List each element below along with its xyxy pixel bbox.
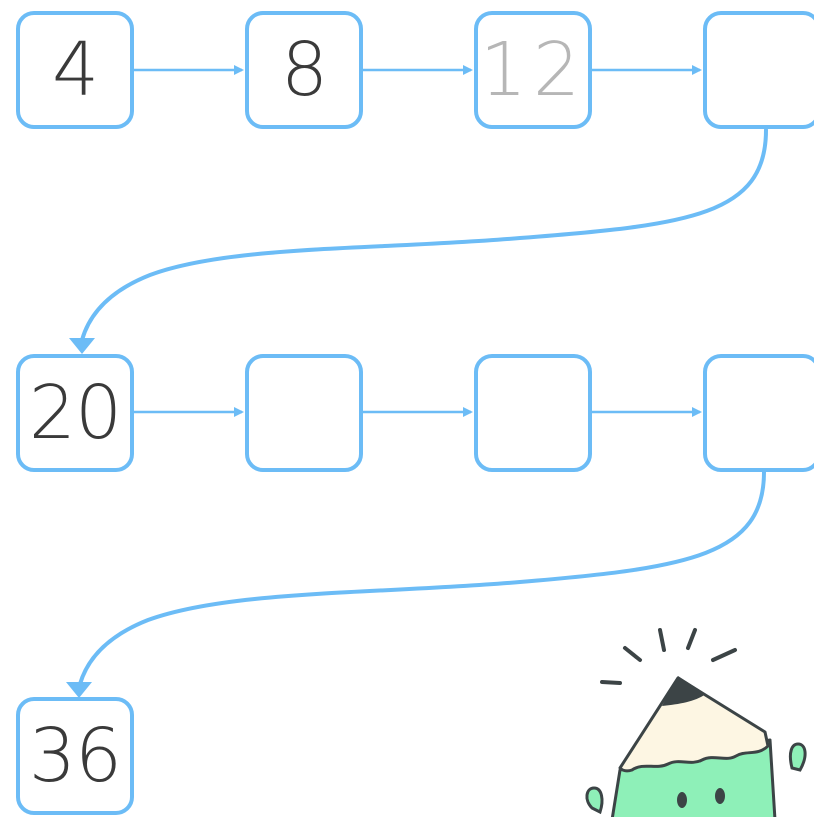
wrap-connector-1-arrowhead xyxy=(69,338,95,354)
sequence-box-9: 36 xyxy=(16,697,134,815)
pencil-character-icon xyxy=(585,628,807,817)
wrap-connector-2 xyxy=(78,470,766,686)
sequence-box-8-blank[interactable] xyxy=(703,354,814,472)
sequence-box-6-blank[interactable] xyxy=(245,354,363,472)
sequence-value: 36 xyxy=(28,713,122,799)
wrap-connector-2-arrowhead xyxy=(66,682,92,698)
sequence-box-1: 4 xyxy=(16,11,134,129)
sequence-box-4-blank[interactable] xyxy=(703,11,814,129)
sequence-box-3-hint: 12 xyxy=(474,11,592,129)
sequence-value: 20 xyxy=(28,370,122,456)
sequence-box-7-blank[interactable] xyxy=(474,354,592,472)
sequence-value: 4 xyxy=(51,27,99,113)
sequence-box-5: 20 xyxy=(16,354,134,472)
sequence-value: 8 xyxy=(280,27,328,113)
sequence-box-2: 8 xyxy=(245,11,363,129)
wrap-connector-1 xyxy=(80,128,768,342)
sequence-hint-value: 12 xyxy=(479,27,587,113)
